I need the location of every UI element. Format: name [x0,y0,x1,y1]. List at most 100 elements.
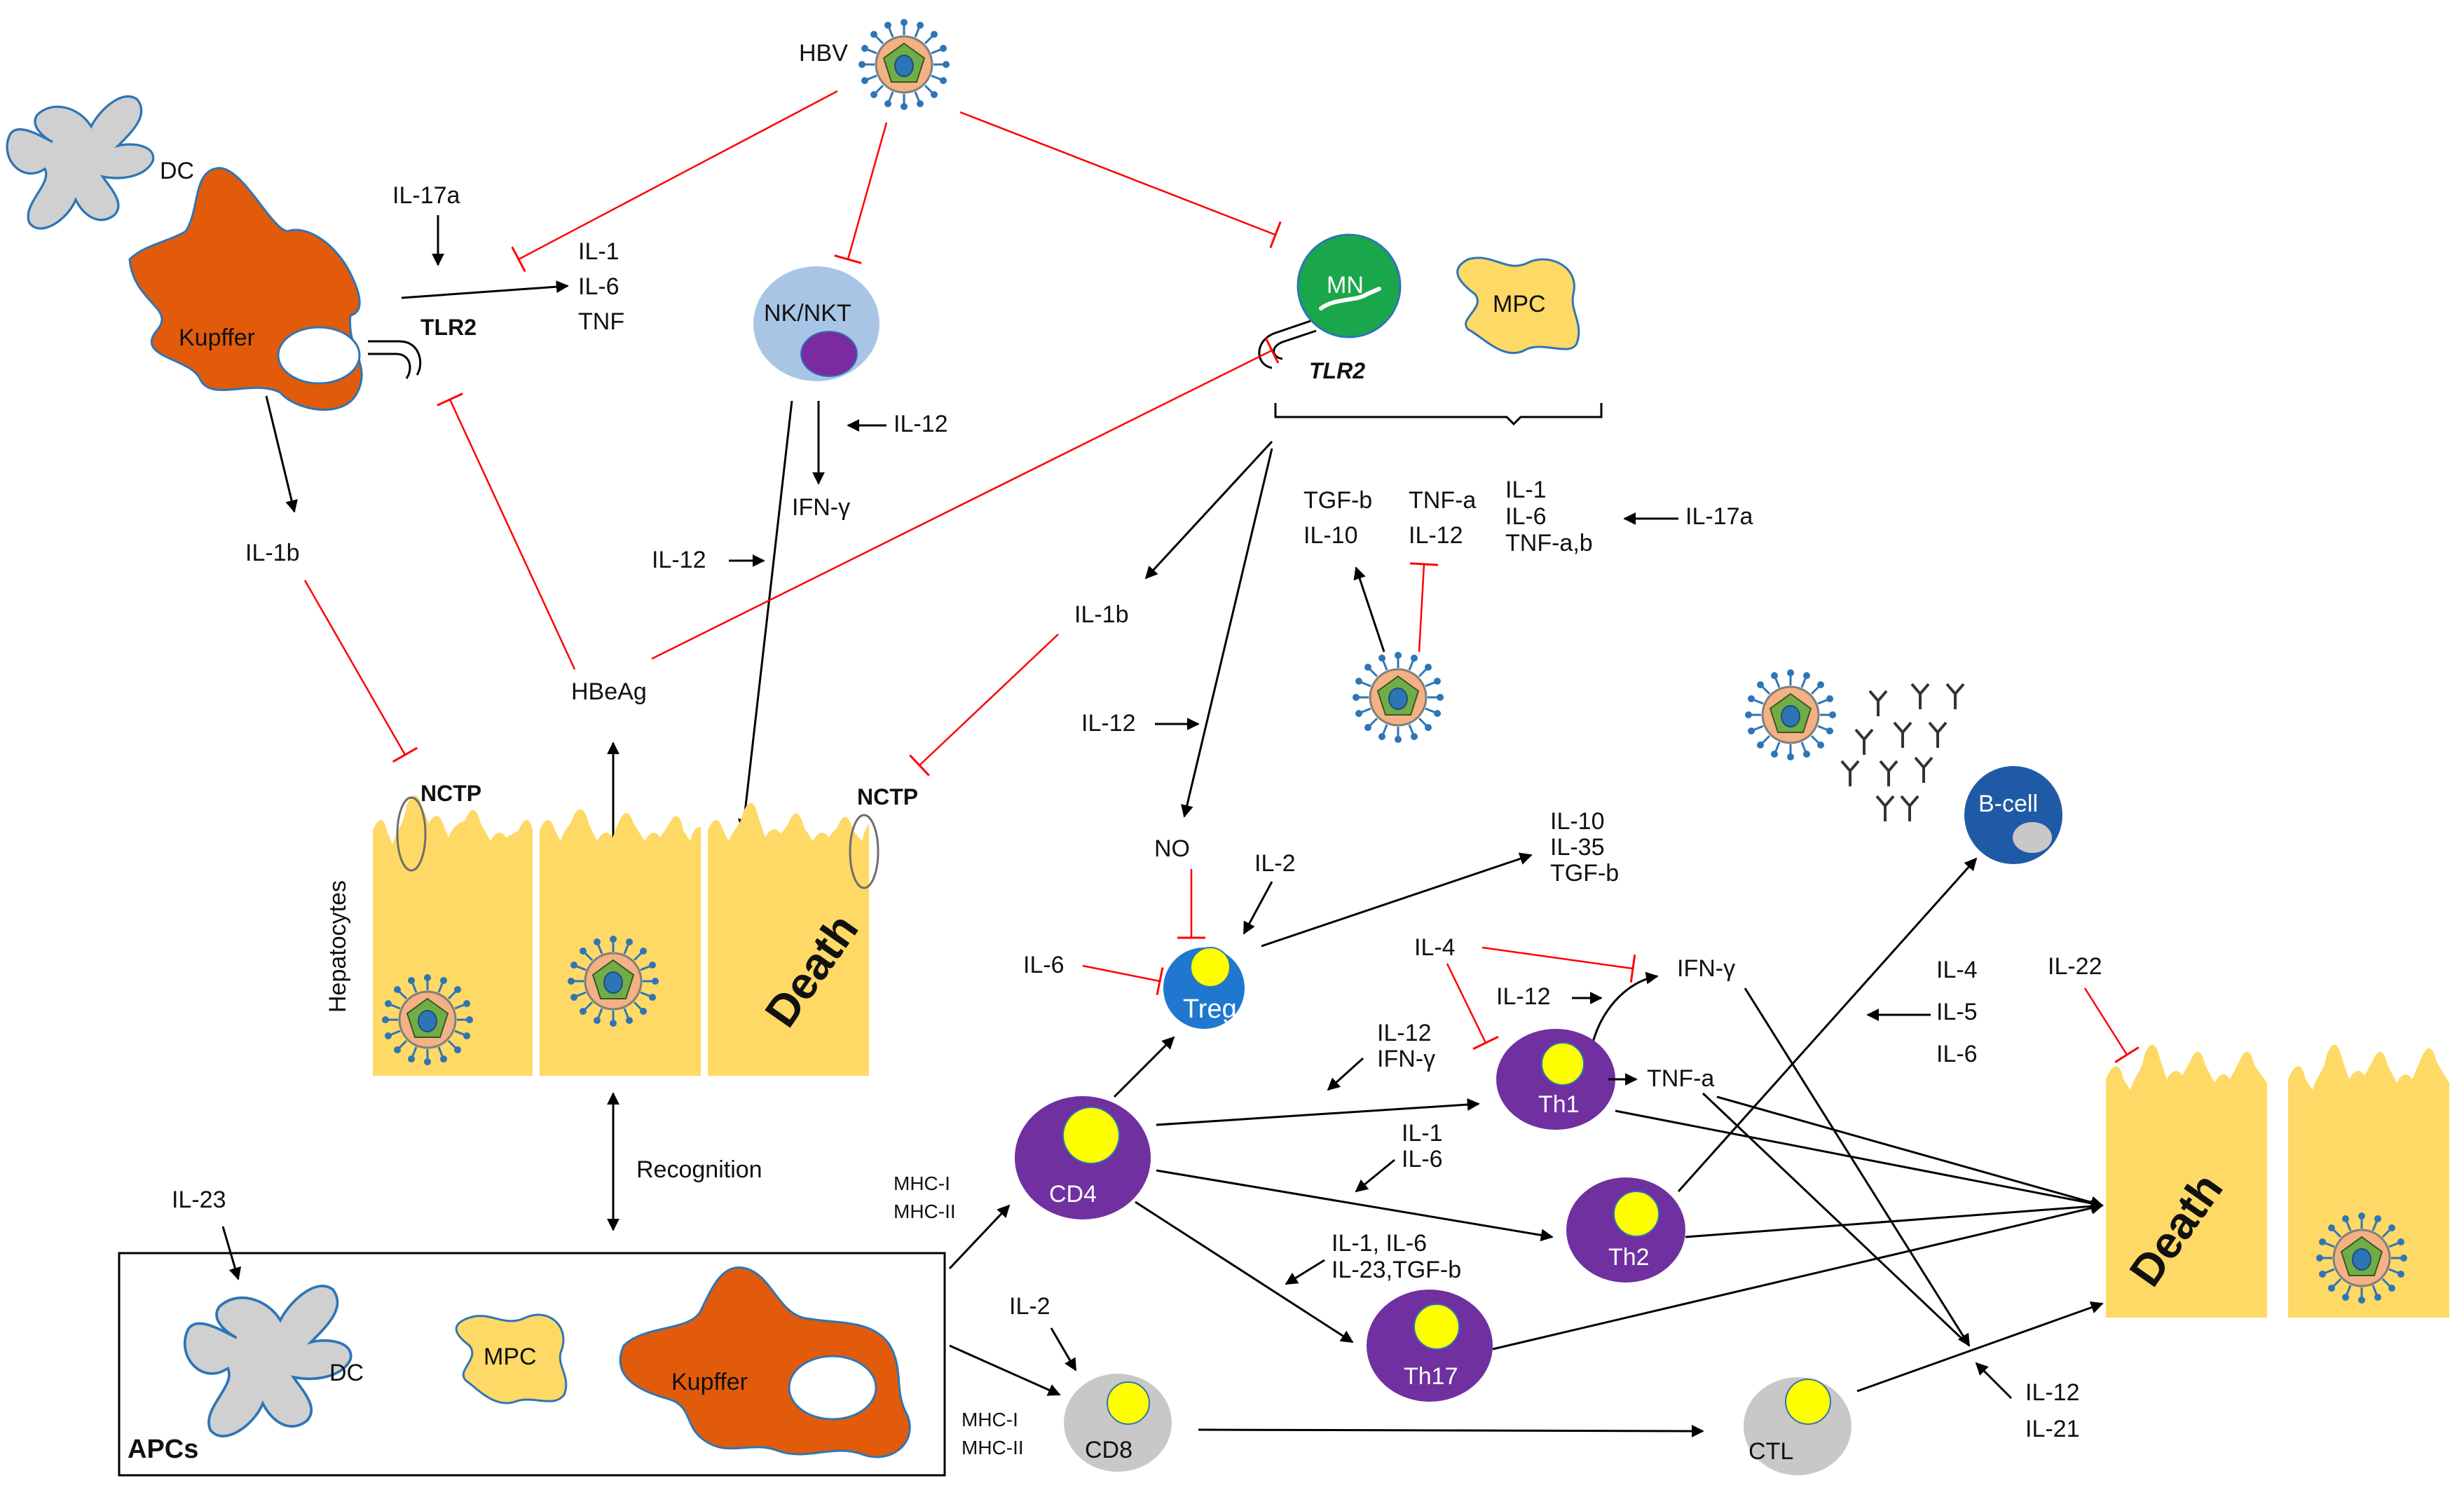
il6-th2-label: IL-6 [1402,1146,1443,1173]
hbv-virus-icon [2315,1211,2409,1305]
arrow-treg-to-il10 [1261,852,1533,948]
inhibit-il4-to-th1 [1446,963,1499,1051]
arrow-kupffer-to-cytokines [401,280,569,299]
hbv-virus-icon [566,934,660,1028]
mhc1-cd8-label: MHC-I [961,1409,1018,1430]
arrow-ctl-to-death [1856,1301,2104,1393]
il21-ctl-label: IL-21 [2025,1416,2080,1442]
treg-label: Treg [1183,995,1237,1024]
hbv-virus-icon [857,18,951,111]
th1-label: Th1 [1538,1091,1580,1118]
nctp-left-label: NCTP [420,781,481,806]
dc-cell-top: DC [6,95,194,230]
arrow-cd4-to-th1 [1156,1098,1480,1126]
il17a-mn-label: IL-17a [1685,503,1753,530]
th1-cell: Th1 [1496,1029,1615,1130]
il4-th1-label: IL-4 [1414,934,1456,961]
il2-cd8-label: IL-2 [1009,1293,1050,1320]
il1-mn-label: IL-1 [1505,477,1547,503]
arrow-virus-to-tgfb [1353,566,1385,652]
arrow-cd4-to-th17 [1135,1201,1354,1344]
arrow-th2-feedback [1355,1158,1395,1193]
il10-mn-label: IL-10 [1303,522,1358,549]
th2-label: Th2 [1608,1244,1650,1271]
il12-ifng-label-2: IFN-γ [1377,1046,1435,1072]
mhc1-cd4-label: MHC-I [894,1173,950,1194]
il1-th2-label: IL-1 [1402,1120,1443,1147]
arrow-mn-to-no [1180,448,1273,818]
il23tgfb-th17-label: IL-23,TGF-b [1332,1257,1461,1283]
antibody-icon-group [1840,683,1965,823]
mpc-cell-apc: MPC [455,1313,568,1404]
hbeag-label: HBeAg [571,678,647,705]
arrow-cd4-to-treg [1113,1036,1175,1098]
il12-mid-label: IL-12 [1081,710,1136,737]
il6-treg-label: IL-6 [1023,952,1065,978]
nctp-transporter-icon [396,796,427,872]
inhibit-hbv-to-il1 [511,90,838,273]
tgfb-mn-label: TGF-b [1303,487,1372,514]
mhc2-cd8-label: MHC-II [961,1437,1024,1458]
arrow-tnfa-to-ctl [1702,1092,1971,1347]
kupffer-cell-apc: Kupffer [619,1266,911,1458]
bcell: B-cell [1964,766,2062,864]
tlr2-mn-label: TLR2 [1309,358,1365,383]
kupffer-cell-top: Kupffer [128,167,363,411]
hepatocytes-label: Hepatocytes [324,880,351,1013]
il12-mn-label: IL-12 [1409,522,1463,549]
inhibit-il1b-to-nctp [303,580,418,763]
nctp-transporter-icon [849,814,879,889]
tnfa-mn-label: TNF-a [1409,487,1476,514]
nk-nkt-cell: NK/NKT [753,266,879,381]
nk-nkt-label: NK/NKT [764,300,851,327]
mn-label: MN [1327,272,1364,299]
hbv-virus-icon [1744,668,1837,762]
il2-treg-label: IL-2 [1254,850,1296,877]
inhibit-il4-to-ifng [1481,946,1636,983]
arrow-ifng-to-ctl [1744,987,1971,1347]
dc-top-label: DC [160,158,194,184]
inhibit-il1b-to-nctp-right [909,634,1059,777]
inhibit-hbeag-to-mn [651,337,1280,660]
arrow-cd8-to-ctl [1198,1424,1704,1437]
mhc2-cd4-label: MHC-II [894,1201,956,1222]
arrow-th1-to-ifng [1589,971,1659,1052]
arrow-il23-to-dc [221,1226,242,1280]
il4-bc-label: IL-4 [1936,957,1978,983]
il17a-top-label: IL-17a [392,182,460,209]
dc-apc-label: DC [329,1360,364,1386]
inhibit-hbv-to-nk [834,122,888,264]
ifng-out-label: IFN-γ [1677,955,1735,982]
arrow-cd4-to-th2 [1156,1169,1554,1242]
inhibit-hbeag-to-tlr2 [437,392,576,670]
kupffer-apc-label: Kupffer [671,1369,748,1395]
inhibit-virus-to-il12 [1409,562,1439,652]
tnfa-out-label: TNF-a [1647,1065,1714,1092]
mpc-top-label: MPC [1493,291,1546,317]
arrow-il2-to-cd8 [1050,1327,1077,1372]
arrow-apc-to-cd4 [948,1204,1011,1270]
arrow-nk-to-death [737,400,793,832]
inhibit-hbv-to-mn [959,111,1282,249]
il35-out-label: IL-35 [1550,834,1605,861]
arrow-il2-to-treg [1243,881,1273,935]
tnf-label: TNF [578,308,624,335]
il6-bc-label: IL-6 [1936,1041,1978,1067]
mpc-cell-top: MPC [1456,257,1580,355]
cd8-label: CD8 [1085,1437,1132,1463]
il12-nk-label: IL-12 [894,411,948,437]
ctl-cell: CTL [1744,1377,1852,1475]
no-label: NO [1154,835,1190,862]
il6-mn-label: IL-6 [1505,503,1547,530]
th2-cell: Th2 [1566,1177,1685,1283]
cd8-cell: CD8 [1064,1374,1172,1472]
apcs-label: APCs [128,1435,198,1464]
arrow-th1-to-death [1615,1109,2104,1210]
inhibit-il22-to-death [2083,987,2140,1063]
hbv-virus-icon [381,973,474,1067]
mn-cell: MN [1296,233,1402,339]
recognition-label: Recognition [636,1156,762,1183]
arrow-th17-feedback [1285,1259,1325,1285]
nctp-right-label: NCTP [857,784,918,809]
